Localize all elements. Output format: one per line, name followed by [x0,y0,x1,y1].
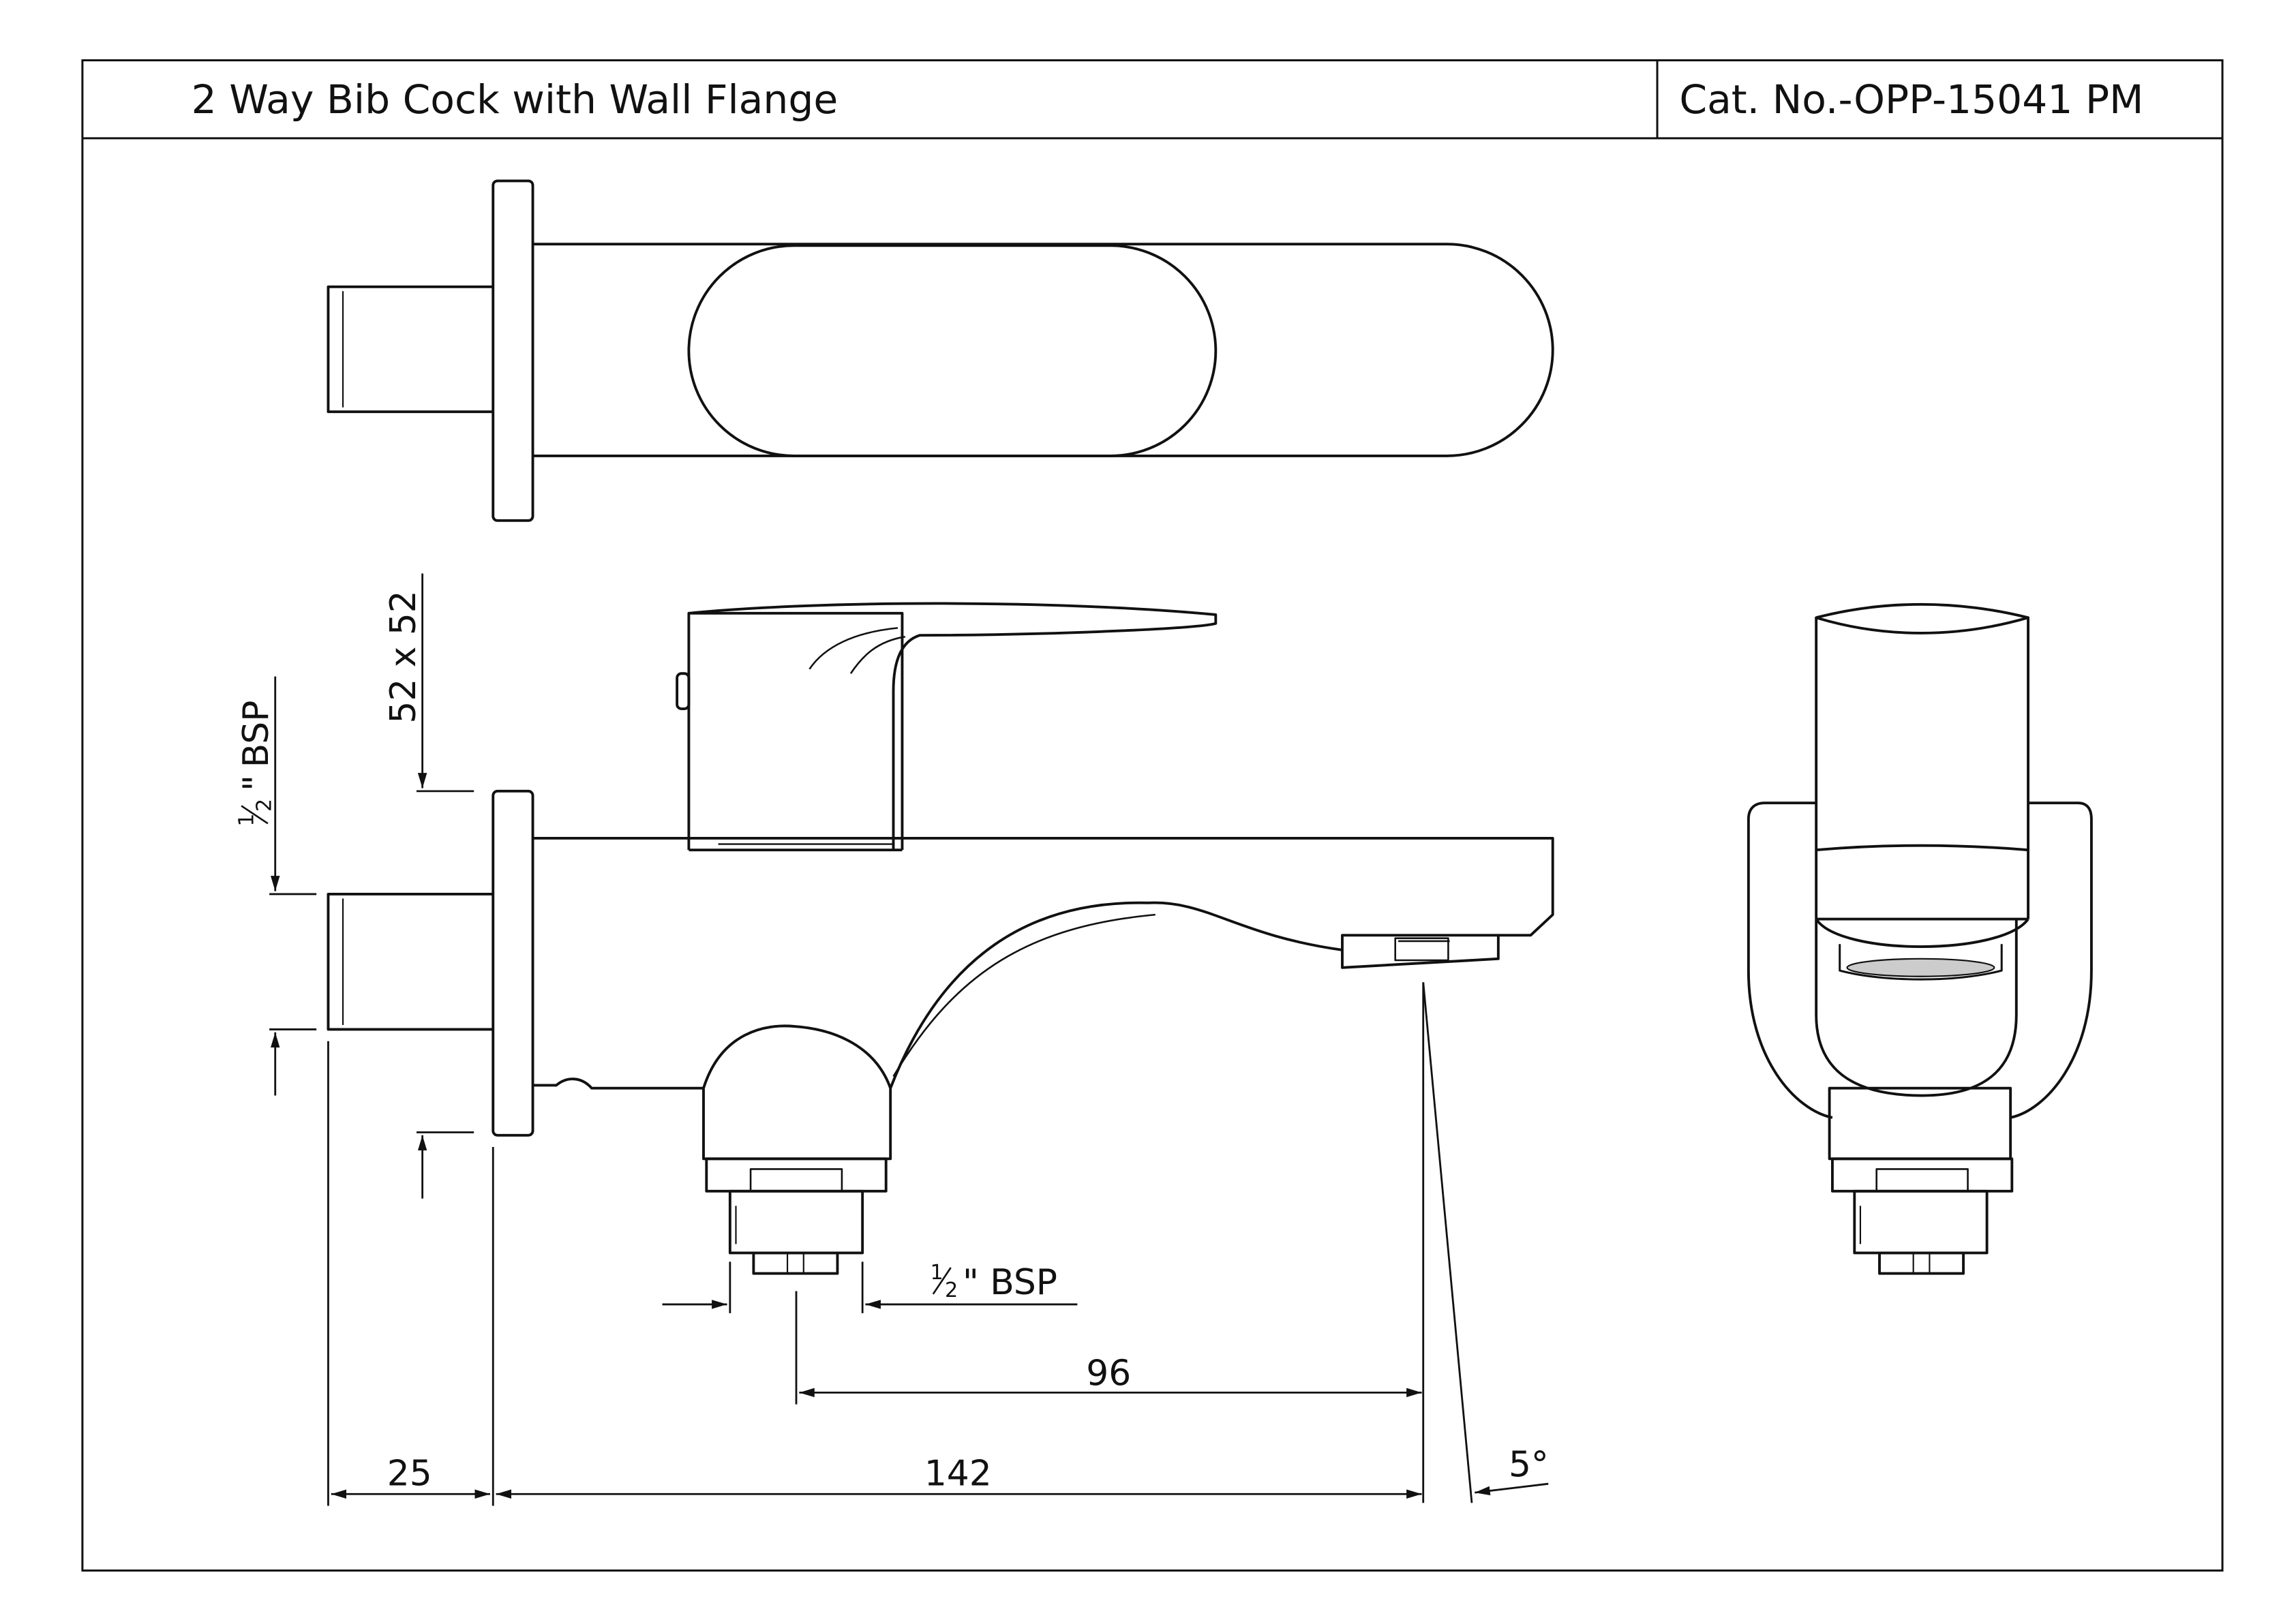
outlet-thread-label: 1 2 " BSP [930,1261,1057,1303]
side-view-diverter-dome [702,1024,892,1161]
catalog-number: Cat. No.-OPP-15041 PM [1679,76,2143,123]
side-view-lever-curve-inner [849,636,905,674]
end-view [1747,602,2093,1275]
end-view-body-band [1816,844,2029,852]
side-view [327,602,1554,1275]
spout-angle-line [1422,982,1473,1503]
top-view-inlet-nipple [327,285,494,414]
outlet-thread-text: " BSP [963,1262,1057,1303]
side-view-outlet-cap [752,1251,839,1275]
drawing-frame [81,59,2224,1572]
inlet-fraction-numerator: 1 [235,813,258,826]
side-view-cartridge-body [687,611,904,851]
top-view-body [532,243,1554,457]
title-block [81,59,2224,1572]
end-view-outlet-cap [1878,1251,1965,1275]
end-view-diverter-collar-inner [1875,1168,1969,1193]
side-view-wall-flange [492,789,534,1137]
side-view-body [532,836,1554,1090]
end-view-diverter-collar [1830,1157,2014,1193]
spout-offset-label: 96 [1086,1353,1131,1394]
end-view-aerator-mesh [1846,958,1995,977]
flange-dimension-label: 52 x 52 [383,590,424,723]
side-view-lever-curve [809,627,898,670]
side-view-aerator-insert [1394,937,1449,962]
inlet-fraction-bar [241,805,269,825]
end-view-aerator [1839,944,2003,981]
end-view-diverter-body [1828,1086,2012,1161]
side-view-spout-inner [892,913,1155,1077]
drawing-title: 2 Way Bib Cock with Wall Flange [192,76,839,123]
end-view-spout-bowl [1815,918,2029,948]
inlet-length-label: 25 [387,1453,432,1494]
side-view-diverter-collar-inner [749,1168,843,1193]
side-view-diverter-collar [705,1157,888,1193]
top-view-wall-flange [492,179,534,522]
angle-dim-arrow [1475,1482,1549,1496]
spout-angle-label: 5° [1509,1444,1549,1485]
side-view-inlet-nipple [327,892,494,1031]
inlet-fraction-denominator: 2 [252,799,276,812]
dimension-lines [269,573,1549,1506]
end-view-inner-ring [1815,919,2018,1097]
top-view-lever [687,244,1218,457]
inlet-inch-mark: " [236,775,277,791]
outlet-fraction-numerator: 1 [930,1261,943,1285]
end-view-lever-top [1815,602,2030,634]
outlet-fraction-denominator: 2 [945,1279,958,1302]
end-view-outer-ring [1747,801,2093,1119]
inlet-thread-text: BSP [236,701,277,768]
projection-label: 142 [924,1453,992,1494]
side-view-lever-handle [689,602,1218,851]
side-view-side-button [676,672,691,710]
outlet-fraction-bar [932,1267,952,1295]
inlet-thread-label: 1 2 " BSP [235,701,277,827]
end-view-outlet-nipple [1853,1189,1989,1255]
side-view-outlet-nipple [728,1189,864,1255]
top-view [327,179,1554,522]
